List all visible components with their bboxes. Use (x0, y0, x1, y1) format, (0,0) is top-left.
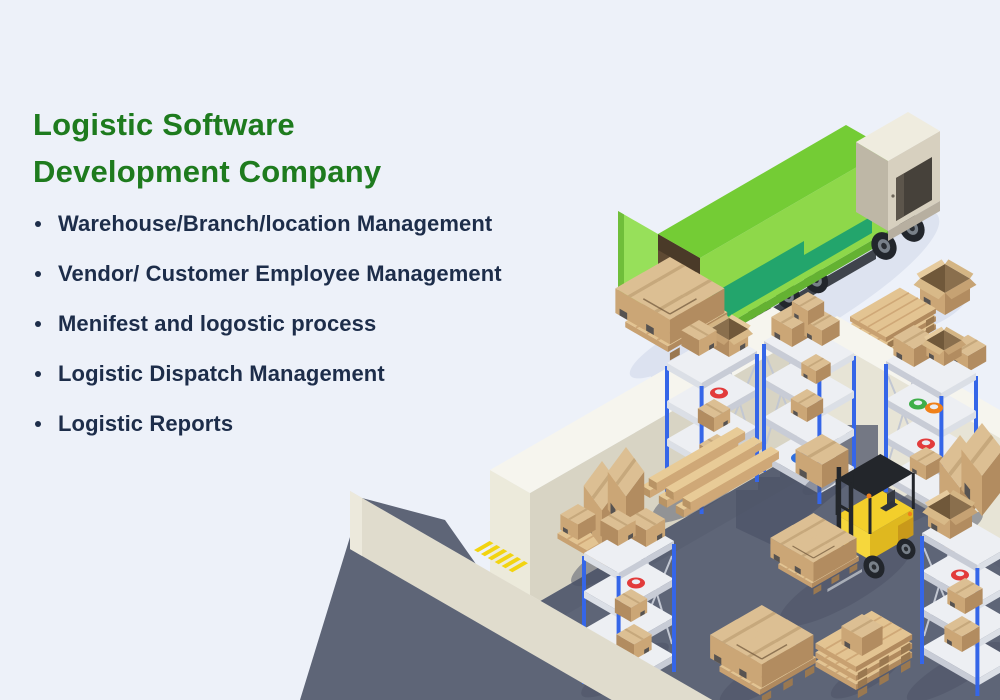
forklift-icon (770, 454, 920, 627)
pallet-rack-icon (906, 489, 1000, 700)
title-line-2: Development Company (33, 154, 382, 189)
feature-item-vendor-management: Vendor/ Customer Employee Management (35, 262, 653, 286)
hazard-stripes-icon (474, 541, 528, 573)
feature-label: Logistic Dispatch Management (58, 361, 385, 386)
feature-label: Warehouse/Branch/location Management (58, 211, 493, 236)
feature-label: Menifest and logostic process (58, 311, 377, 336)
bullet-dot (35, 221, 41, 227)
feature-list: Warehouse/Branch/location Management Ven… (35, 212, 653, 436)
feature-item-manifest-process: Menifest and logostic process (35, 312, 653, 336)
front-wall (350, 491, 713, 700)
bullet-dot (35, 371, 41, 377)
feature-label: Vendor/ Customer Employee Management (58, 261, 502, 286)
lumber-stack-icon (642, 427, 779, 523)
bullet-dot (35, 321, 41, 327)
truck-cab (856, 112, 940, 265)
feature-label: Logistic Reports (58, 411, 234, 436)
pallet-stack-icon (816, 611, 913, 699)
warehouse-icon (300, 292, 1000, 700)
feature-item-warehouse-management: Warehouse/Branch/location Management (35, 212, 653, 236)
bullet-dot (35, 421, 41, 427)
feature-item-logistic-reports: Logistic Reports (35, 412, 653, 436)
title-line-1: Logistic Software (33, 107, 295, 142)
pallet-boxes-icon (710, 605, 816, 700)
feature-item-dispatch-management: Logistic Dispatch Management (35, 362, 653, 386)
bullet-dot (35, 271, 41, 277)
floor-box-icon (795, 434, 849, 495)
